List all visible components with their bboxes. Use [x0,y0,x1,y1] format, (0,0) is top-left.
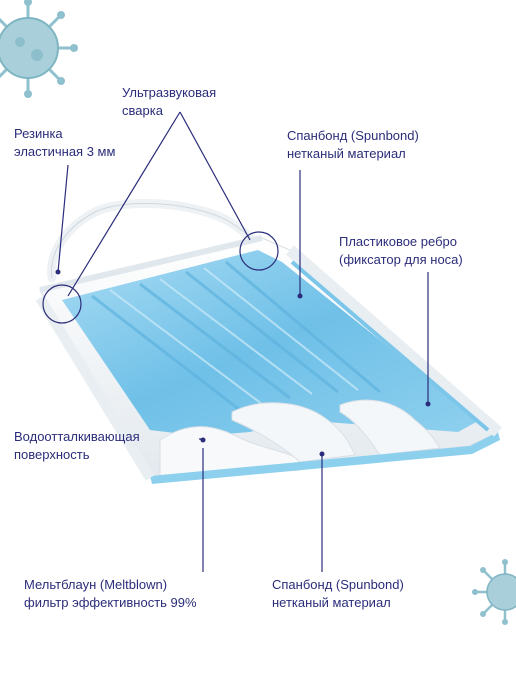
label-meltblown-line2: фильтр эффективность 99% [24,595,197,610]
label-elastic-band-line2: эластичная 3 мм [14,144,116,159]
label-spunbond-bottom: Спанбонд (Spunbond) нетканый материал [272,576,404,612]
label-elastic-band-line1: Резинка [14,126,63,141]
label-meltblown: Мельтблаун (Meltblown) фильтр эффективно… [24,576,197,612]
label-spunbond-bottom-line2: нетканый материал [272,595,391,610]
label-elastic-band: Резинка эластичная 3 мм [14,125,115,161]
label-spunbond-top-line1: Спанбонд (Spunbond) [287,128,419,143]
label-spunbond-bottom-line1: Спанбонд (Spunbond) [272,577,404,592]
label-ultrasonic-welding: Ультразвуковая сварка [122,84,216,120]
label-plastic-rib-line2: (фиксатор для носа) [339,252,463,267]
label-ultrasonic-welding-line1: Ультразвуковая [122,85,217,100]
label-plastic-rib: Пластиковое ребро (фиксатор для носа) [339,233,463,269]
label-spunbond-top: Спанбонд (Spunbond) нетканый материал [287,127,419,163]
label-water-repellent: Водоотталкивающая поверхность [14,428,140,464]
label-spunbond-top-line2: нетканый материал [287,146,406,161]
label-water-repellent-line2: поверхность [14,447,90,462]
virus-icon [0,0,78,98]
label-meltblown-line1: Мельтблаун (Meltblown) [24,577,168,592]
label-plastic-rib-line1: Пластиковое ребро [339,234,457,249]
virus-icon [472,559,516,625]
label-ultrasonic-welding-line2: сварка [122,103,163,118]
label-water-repellent-line1: Водоотталкивающая [14,429,140,444]
